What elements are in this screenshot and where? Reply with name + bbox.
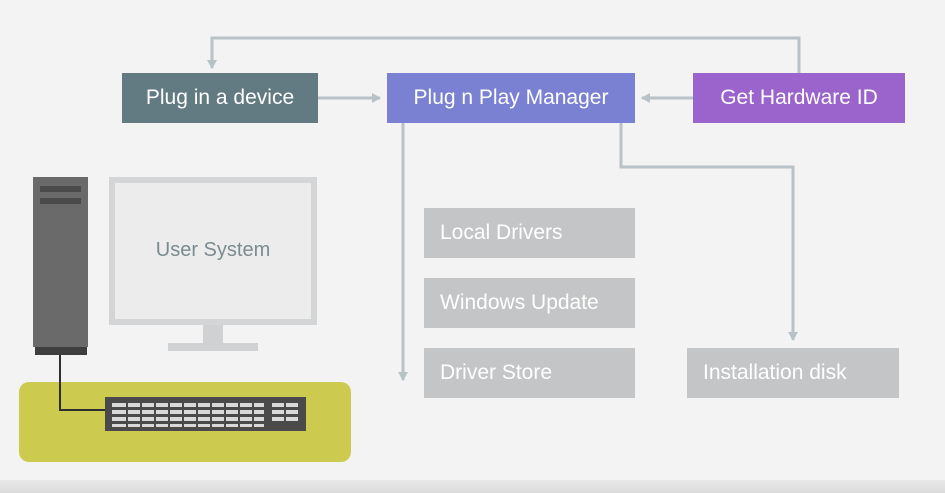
plug-in-device-box: Plug in a device: [122, 73, 318, 123]
installation-disk-box: Installation disk: [687, 348, 899, 398]
computer-tower-icon: [33, 177, 88, 355]
keyboard-cable: [59, 355, 106, 411]
keyboard-icon: [105, 397, 306, 431]
monitor-icon: [109, 177, 317, 351]
bottom-edge: [0, 480, 945, 493]
loop-arrow: [207, 36, 801, 73]
pnp-manager-box: Plug n Play Manager: [387, 73, 635, 123]
driver-store-box: Driver Store: [424, 348, 635, 398]
windows-update-box: Windows Update: [424, 278, 635, 328]
user-system-label: User System: [155, 238, 271, 261]
get-hardware-id-box: Get Hardware ID: [693, 73, 905, 123]
manager-to-disk-arrow: [619, 123, 798, 341]
local-drivers-box: Local Drivers: [424, 208, 635, 258]
